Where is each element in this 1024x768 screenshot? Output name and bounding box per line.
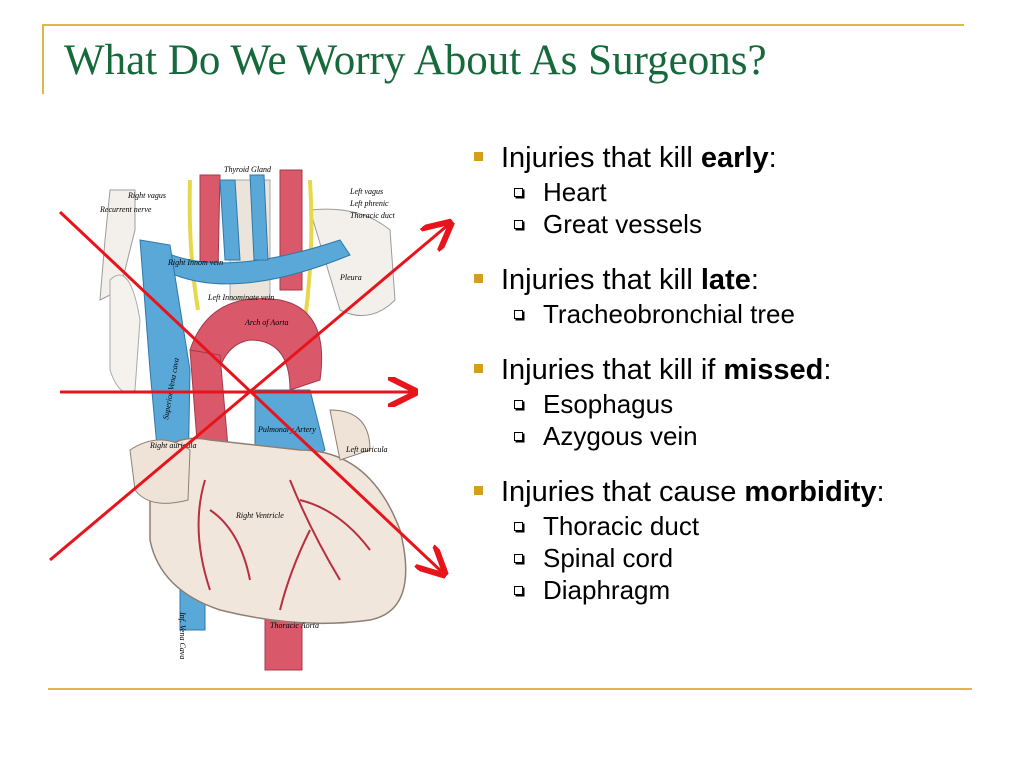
coronary-artery-right bbox=[197, 479, 251, 591]
aortic-arch bbox=[189, 298, 323, 392]
coronary-artery-left bbox=[279, 479, 371, 611]
group-late: Injuries that kill late: Tracheobronchia… bbox=[474, 262, 1014, 330]
heart bbox=[149, 437, 407, 625]
group-morbidity: Injuries that cause morbidity: Thoracic … bbox=[474, 474, 1014, 606]
label-left-auricula: Left auricula bbox=[345, 445, 388, 454]
label-left-vagus: Left vagus bbox=[349, 187, 383, 196]
item-suffix: : bbox=[823, 354, 832, 386]
item-prefix: Injuries that kill bbox=[501, 142, 701, 174]
left-auricula bbox=[329, 409, 371, 461]
right-lung-edge bbox=[109, 274, 141, 393]
list-item: Spinal cord bbox=[474, 542, 1014, 574]
arrow-diagonal-down bbox=[58, 210, 442, 572]
frame-bottom-rule bbox=[48, 688, 972, 690]
label-pulmonary-artery: Pulmonary Artery bbox=[257, 425, 316, 434]
jugular-veins bbox=[219, 174, 269, 261]
list-item: Esophagus bbox=[474, 388, 1014, 420]
label-arch-of-aorta: Arch of Aorta bbox=[244, 318, 289, 327]
label-pleura: Pleura bbox=[339, 273, 362, 282]
right-vagus-nerve bbox=[187, 179, 200, 311]
list-item: Azygous vein bbox=[474, 420, 1014, 452]
label-thoracic-aorta: Thoracic Aorta bbox=[270, 621, 319, 630]
label-left-phrenic: Left phrenic bbox=[349, 199, 389, 208]
item-prefix: Injuries that cause bbox=[501, 476, 745, 508]
label-right-auricula: Right auricula bbox=[149, 441, 196, 450]
hollow-square-bullet-icon bbox=[514, 585, 523, 595]
left-innominate-vein bbox=[158, 239, 351, 285]
label-right-ventricle: Right Ventricle bbox=[235, 511, 284, 520]
label-inf-vena-cava: Inf. Vena Cava bbox=[178, 611, 187, 659]
list-item: Great vessels bbox=[474, 208, 1014, 240]
list-item: Thoracic duct bbox=[474, 510, 1014, 542]
square-bullet-icon bbox=[474, 486, 483, 495]
slide-title: What Do We Worry About As Surgeons? bbox=[64, 37, 767, 84]
list-item-main: Injuries that kill if missed: bbox=[474, 352, 1014, 388]
item-prefix: Injuries that kill if bbox=[501, 354, 724, 386]
label-left-innominate-vein: Left Innominate vein bbox=[207, 293, 274, 302]
group-early: Injuries that kill early: Heart Great ve… bbox=[474, 140, 1014, 240]
list-item-main: Injuries that kill late: bbox=[474, 262, 1014, 298]
injury-list: Injuries that kill early: Heart Great ve… bbox=[474, 140, 1014, 628]
list-item: Heart bbox=[474, 176, 1014, 208]
hollow-square-bullet-icon bbox=[514, 187, 523, 197]
item-suffix: : bbox=[876, 476, 885, 508]
hollow-square-bullet-icon bbox=[514, 399, 523, 409]
right-carotid bbox=[199, 174, 221, 271]
label-thoracic-duct: Thoracic duct bbox=[350, 211, 395, 220]
square-bullet-icon bbox=[474, 274, 483, 283]
hollow-square-bullet-icon bbox=[514, 431, 523, 441]
hollow-square-bullet-icon bbox=[514, 553, 523, 563]
label-recurrent-nerve: Recurrent nerve bbox=[99, 205, 152, 214]
label-thyroid-gland: Thyroid Gland bbox=[224, 165, 272, 174]
item-emphasis: missed bbox=[723, 354, 824, 386]
item-emphasis: late bbox=[700, 264, 751, 296]
hollow-square-bullet-icon bbox=[514, 309, 523, 319]
item-emphasis: early bbox=[700, 142, 769, 174]
group-missed: Injuries that kill if missed: Esophagus … bbox=[474, 352, 1014, 452]
hollow-square-bullet-icon bbox=[514, 219, 523, 229]
item-emphasis: morbidity bbox=[744, 476, 877, 508]
label-right-vagus: Right vagus bbox=[127, 191, 166, 200]
list-item: Tracheobronchial tree bbox=[474, 298, 1014, 330]
list-item-main: Injuries that kill early: bbox=[474, 140, 1014, 176]
frame-left-rule bbox=[42, 24, 44, 94]
list-item-main: Injuries that cause morbidity: bbox=[474, 474, 1014, 510]
item-suffix: : bbox=[750, 264, 759, 296]
square-bullet-icon bbox=[474, 152, 483, 161]
frame-top-rule bbox=[42, 24, 964, 26]
item-suffix: : bbox=[768, 142, 777, 174]
label-right-innom-vein: Right Innom vein bbox=[167, 258, 223, 267]
hollow-square-bullet-icon bbox=[514, 521, 523, 531]
list-item: Diaphragm bbox=[474, 574, 1014, 606]
item-prefix: Injuries that kill bbox=[501, 264, 701, 296]
square-bullet-icon bbox=[474, 364, 483, 373]
heart-anatomy-illustration: Thyroid Gland Right vagus Recurrent nerv… bbox=[40, 150, 480, 680]
